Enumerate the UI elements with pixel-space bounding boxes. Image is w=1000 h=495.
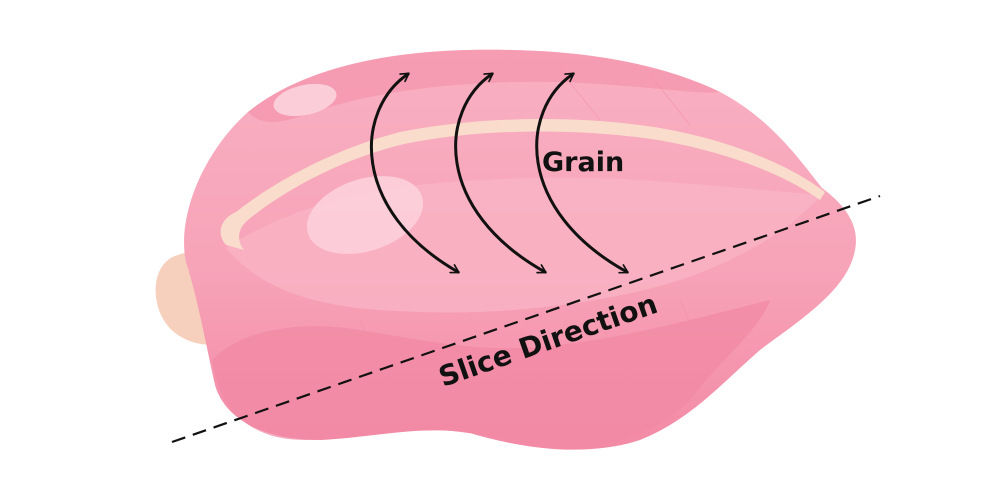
highlight-center	[306, 176, 424, 254]
slice-direction-line	[171, 194, 881, 444]
curved-arrow-icon	[535, 72, 629, 274]
curved-arrow-icon	[454, 72, 547, 274]
meat-underside	[212, 300, 770, 446]
grain-arrows	[369, 72, 629, 274]
highlight-top	[273, 83, 337, 117]
curved-arrow-icon	[369, 72, 460, 274]
meat-top-rim	[248, 49, 720, 122]
grain-label: Grain	[542, 147, 624, 178]
